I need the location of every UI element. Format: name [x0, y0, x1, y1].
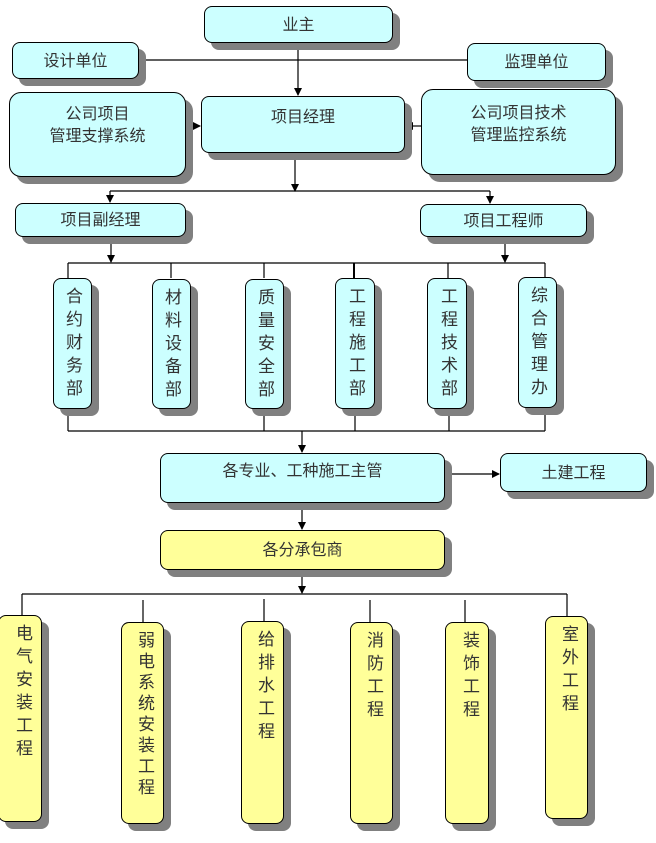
work-low-voltage: 弱电系统安装工程 [121, 622, 164, 824]
work-decoration: 装饰工程 [445, 622, 489, 824]
supervision-unit-label: 监理单位 [504, 52, 569, 71]
box-deputy-manager: 项目副经理 [15, 203, 186, 237]
deputy-manager-label: 项目副经理 [60, 210, 141, 229]
work-label: 弱电系统安装工程 [134, 631, 154, 799]
work-label: 装饰工程 [459, 631, 479, 723]
box-design-unit: 设计单位 [12, 42, 139, 79]
civil-works-label: 土建工程 [541, 462, 606, 482]
box-company-monitor-system: 公司项目技术 管理监控系统 [421, 89, 616, 175]
work-label: 给排水工程 [254, 630, 274, 745]
dept-contract-finance: 合约财务部 [53, 278, 92, 409]
dept-construction: 工程施工部 [335, 278, 375, 409]
box-project-manager: 项目经理 [201, 96, 405, 153]
design-unit-label: 设计单位 [43, 50, 108, 70]
dept-label: 工程施工部 [345, 287, 365, 402]
box-project-engineer: 项目工程师 [420, 204, 587, 237]
dept-materials-equipment: 材料设备部 [152, 279, 191, 409]
box-civil-works: 土建工程 [500, 453, 647, 492]
work-label: 电气安装工程 [12, 624, 32, 762]
box-subcontractors: 各分承包商 [160, 530, 445, 570]
box-owner: 业主 [204, 6, 393, 43]
work-electrical: 电气安装工程 [0, 615, 42, 822]
dept-label: 质量安全部 [254, 288, 274, 403]
work-label: 消防工程 [363, 631, 383, 723]
dept-label: 合约财务部 [62, 287, 82, 402]
project-engineer-label: 项目工程师 [463, 210, 544, 230]
box-supervision-unit: 监理单位 [467, 43, 606, 81]
dept-general-admin: 综合管理办 [518, 277, 557, 408]
dept-label: 综合管理办 [527, 286, 547, 401]
owner-label: 业主 [282, 14, 315, 34]
trade-supervisors-label: 各专业、工种施工主管 [222, 461, 383, 480]
work-outdoor: 室外工程 [545, 616, 588, 819]
dept-engineering-tech: 工程技术部 [427, 278, 467, 409]
company-support-label: 公司项目 管理支撑系统 [49, 104, 146, 145]
work-plumbing: 给排水工程 [241, 621, 284, 824]
dept-label: 材料设备部 [161, 288, 181, 403]
work-fire-protection: 消防工程 [350, 622, 393, 824]
project-manager-label: 项目经理 [270, 107, 335, 126]
dept-quality-safety: 质量安全部 [245, 279, 284, 409]
subcontractors-label: 各分承包商 [262, 540, 343, 559]
box-trade-supervisors: 各专业、工种施工主管 [160, 453, 445, 503]
company-monitor-label: 公司项目技术 管理监控系统 [470, 103, 567, 144]
work-label: 室外工程 [558, 625, 578, 717]
dept-label: 工程技术部 [437, 287, 457, 402]
box-company-support-system: 公司项目 管理支撑系统 [9, 92, 186, 177]
